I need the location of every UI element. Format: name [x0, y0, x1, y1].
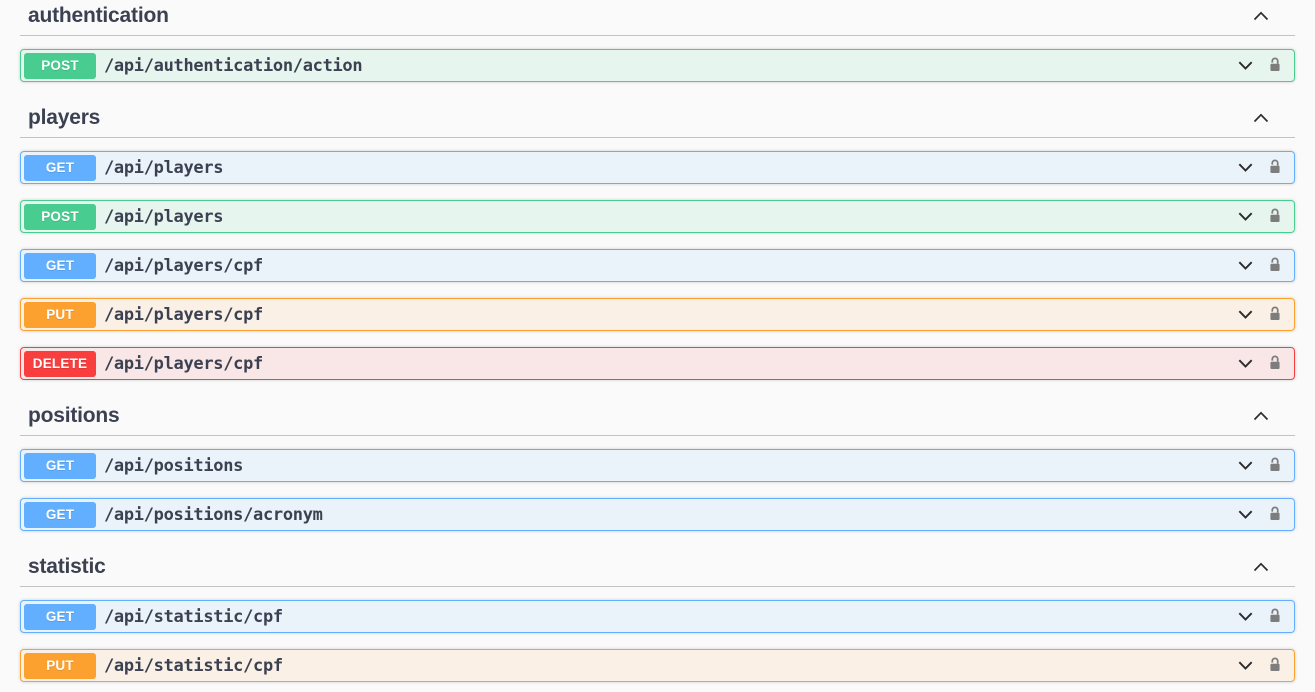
unlocked-padlock-icon: [1267, 354, 1283, 374]
endpoint-path: /api/statistic/cpf: [104, 655, 283, 676]
chevron-down-icon: [1236, 207, 1255, 226]
endpoint-row[interactable]: GET /api/positions: [20, 449, 1295, 482]
section-title: players: [28, 106, 101, 129]
section-header-positions[interactable]: positions: [20, 396, 1295, 436]
section-title: authentication: [28, 4, 169, 27]
endpoint-row[interactable]: GET /api/players/cpf: [20, 249, 1295, 282]
tag-section-positions: positions GET /api/positions GET /api/po…: [20, 396, 1295, 531]
chevron-up-icon: [1251, 406, 1271, 426]
method-badge: POST: [24, 203, 96, 230]
chevron-down-icon: [1236, 354, 1255, 373]
chevron-down-icon: [1236, 256, 1255, 275]
unlocked-padlock-icon: [1267, 207, 1283, 227]
endpoint-path: /api/authentication/action: [104, 55, 363, 76]
authorize-lock-button[interactable]: [1267, 505, 1283, 525]
section-header-statistic[interactable]: statistic: [20, 547, 1295, 587]
unlocked-padlock-icon: [1267, 607, 1283, 627]
chevron-down-icon: [1236, 158, 1255, 177]
section-title: statistic: [28, 555, 106, 578]
authorize-lock-button[interactable]: [1267, 207, 1283, 227]
tag-section-authentication: authentication POST /api/authentication/…: [20, 0, 1295, 82]
endpoint-row[interactable]: PUT /api/statistic/cpf: [20, 649, 1295, 682]
chevron-up-icon: [1251, 108, 1271, 128]
method-badge: DELETE: [24, 350, 96, 377]
unlocked-padlock-icon: [1267, 158, 1283, 178]
endpoint-path: /api/players/cpf: [104, 353, 263, 374]
authorize-lock-button[interactable]: [1267, 656, 1283, 676]
endpoint-path: /api/players: [104, 157, 224, 178]
method-badge: GET: [24, 154, 96, 181]
method-badge: PUT: [24, 301, 96, 328]
method-badge: GET: [24, 252, 96, 279]
endpoint-path: /api/players/cpf: [104, 255, 263, 276]
tag-section-players: players GET /api/players POST /api/playe…: [20, 98, 1295, 380]
endpoint-path: /api/statistic/cpf: [104, 606, 283, 627]
authorize-lock-button[interactable]: [1267, 305, 1283, 325]
endpoint-row[interactable]: GET /api/positions/acronym: [20, 498, 1295, 531]
method-badge: GET: [24, 501, 96, 528]
section-header-players[interactable]: players: [20, 98, 1295, 138]
unlocked-padlock-icon: [1267, 456, 1283, 476]
unlocked-padlock-icon: [1267, 505, 1283, 525]
endpoint-path: /api/players: [104, 206, 224, 227]
method-badge: GET: [24, 452, 96, 479]
unlocked-padlock-icon: [1267, 656, 1283, 676]
authorize-lock-button[interactable]: [1267, 456, 1283, 476]
chevron-down-icon: [1236, 305, 1255, 324]
endpoint-row[interactable]: POST /api/authentication/action: [20, 49, 1295, 82]
endpoint-row[interactable]: GET /api/statistic/cpf: [20, 600, 1295, 633]
chevron-down-icon: [1236, 607, 1255, 626]
chevron-up-icon: [1251, 6, 1271, 26]
method-badge: POST: [24, 52, 96, 79]
unlocked-padlock-icon: [1267, 305, 1283, 325]
chevron-down-icon: [1236, 456, 1255, 475]
chevron-down-icon: [1236, 56, 1255, 75]
endpoint-row[interactable]: GET /api/players: [20, 151, 1295, 184]
tag-section-statistic: statistic GET /api/statistic/cpf PUT /ap…: [20, 547, 1295, 682]
method-badge: GET: [24, 603, 96, 630]
method-badge: PUT: [24, 652, 96, 679]
unlocked-padlock-icon: [1267, 256, 1283, 276]
endpoint-row[interactable]: PUT /api/players/cpf: [20, 298, 1295, 331]
authorize-lock-button[interactable]: [1267, 158, 1283, 178]
endpoint-row[interactable]: POST /api/players: [20, 200, 1295, 233]
endpoint-path: /api/positions: [104, 455, 244, 476]
endpoint-path: /api/positions/acronym: [104, 504, 323, 525]
endpoint-path: /api/players/cpf: [104, 304, 263, 325]
authorize-lock-button[interactable]: [1267, 354, 1283, 374]
section-title: positions: [28, 404, 120, 427]
chevron-down-icon: [1236, 505, 1255, 524]
authorize-lock-button[interactable]: [1267, 56, 1283, 76]
section-header-authentication[interactable]: authentication: [20, 0, 1295, 36]
authorize-lock-button[interactable]: [1267, 256, 1283, 276]
authorize-lock-button[interactable]: [1267, 607, 1283, 627]
chevron-down-icon: [1236, 656, 1255, 675]
endpoint-row[interactable]: DELETE /api/players/cpf: [20, 347, 1295, 380]
unlocked-padlock-icon: [1267, 56, 1283, 76]
chevron-up-icon: [1251, 557, 1271, 577]
